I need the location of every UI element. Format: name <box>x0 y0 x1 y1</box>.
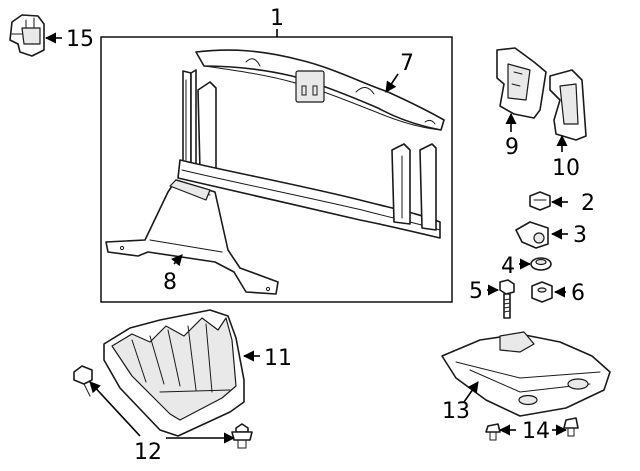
callout-8: 8 <box>163 270 177 295</box>
callout-9: 9 <box>505 135 519 160</box>
bolt-14-left <box>485 423 501 441</box>
washer-4 <box>530 257 552 271</box>
upper-tie-bar <box>195 49 445 131</box>
callout-4: 4 <box>501 254 515 279</box>
lower-bracket <box>105 179 279 295</box>
bracket-10 <box>549 69 587 141</box>
bolt-14-right <box>563 417 579 437</box>
nut-6 <box>531 281 553 303</box>
callout-11: 11 <box>264 346 292 371</box>
nut-2 <box>529 191 551 211</box>
clip-nut-3 <box>515 221 549 249</box>
callout-6: 6 <box>571 281 585 306</box>
callout-1: 1 <box>270 6 284 31</box>
bolt-12-right <box>231 423 253 449</box>
leader-lines <box>44 29 568 444</box>
bolt-12-left <box>73 365 93 397</box>
callout-12: 12 <box>134 440 162 465</box>
callout-7: 7 <box>400 51 414 76</box>
skid-plate <box>441 331 611 417</box>
callout-2: 2 <box>581 191 595 216</box>
connector <box>9 14 45 57</box>
callout-5: 5 <box>469 279 483 304</box>
splash-shield <box>103 309 245 437</box>
callout-13: 13 <box>442 399 470 424</box>
callout-14: 14 <box>522 419 550 444</box>
callout-10: 10 <box>552 156 580 181</box>
callout-15: 15 <box>66 27 94 52</box>
callout-3: 3 <box>573 223 587 248</box>
radiator-support-frame <box>177 69 441 239</box>
bracket-9 <box>496 47 547 119</box>
bolt-5 <box>499 279 515 319</box>
